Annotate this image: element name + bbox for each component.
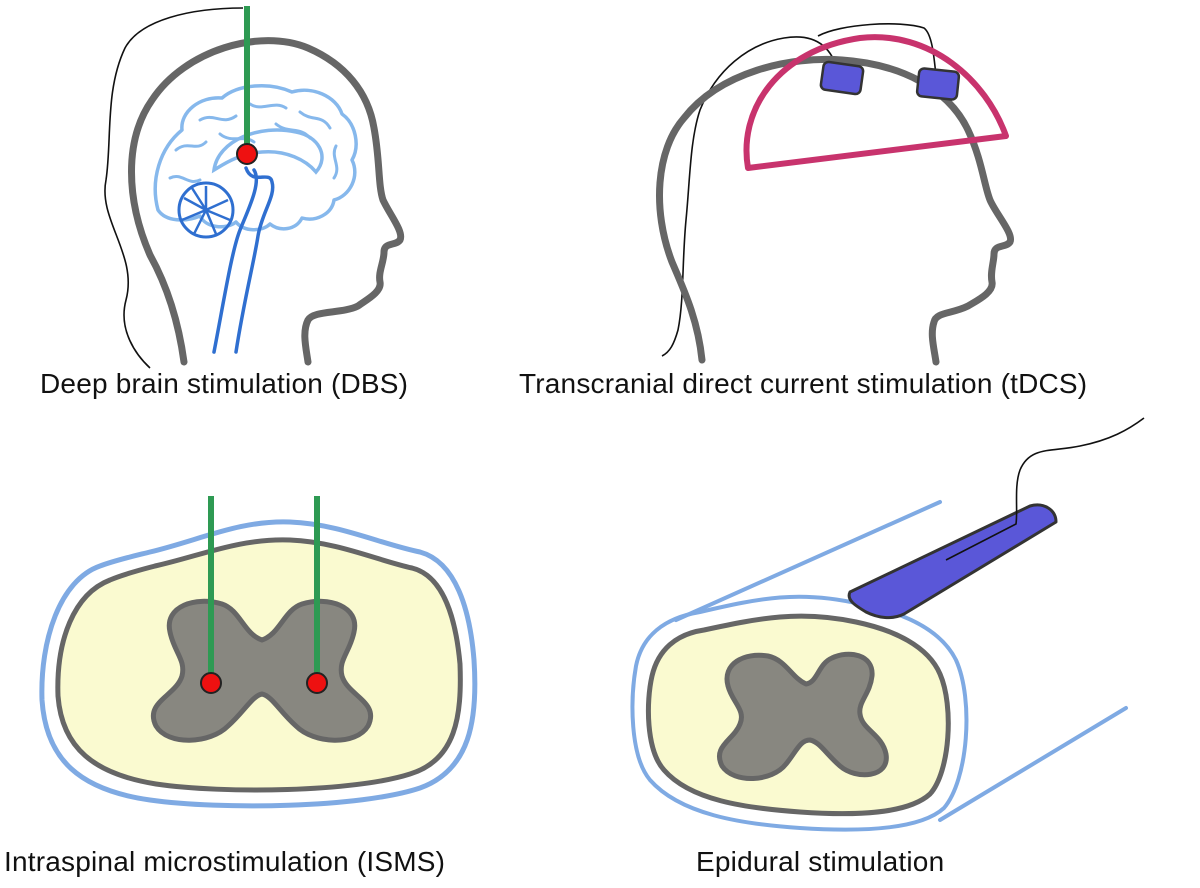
isms-contact-left [200, 672, 222, 694]
dbs-electrode-contact [236, 143, 258, 165]
tdcs-pad-right [915, 67, 961, 101]
epi-cord-bottom-line [938, 706, 1128, 822]
dbs-head-outline [128, 37, 405, 366]
dbs-lead-wire [104, 7, 244, 369]
dbs-brainstem [212, 166, 275, 354]
epi-wire [945, 417, 1145, 561]
epi-stimulator-pad [847, 503, 1058, 620]
caption-dbs: Deep brain stimulation (DBS) [40, 368, 409, 399]
dbs-corpus-callosum [211, 128, 324, 175]
isms-contact-right [306, 672, 328, 694]
dbs-cerebellum-folia [181, 186, 231, 235]
isms-meninges [39, 519, 478, 809]
dbs-cerebrum [153, 84, 358, 232]
panel-tdcs [656, 23, 1014, 366]
tdcs-cap [743, 34, 1009, 171]
epi-gray-matter [717, 651, 889, 781]
tdcs-head-outline [656, 55, 1014, 366]
dbs-cerebellum [177, 181, 235, 239]
panel-epidural [630, 417, 1145, 832]
panel-isms [39, 496, 478, 809]
caption-tdcs: Transcranial direct current stimulation … [519, 368, 1088, 399]
panel-dbs [104, 6, 405, 369]
epi-cord-top-line [674, 500, 942, 622]
caption-epidural: Epidural stimulation [696, 846, 945, 877]
tdcs-pad-left [819, 60, 865, 96]
caption-isms: Intraspinal microstimulation (ISMS) [4, 846, 446, 877]
